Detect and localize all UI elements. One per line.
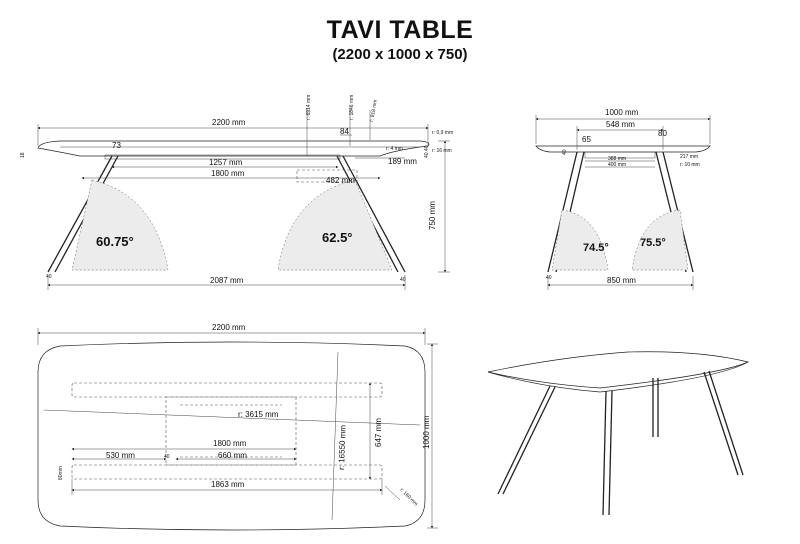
front-radius-6914: r: 6914 mm bbox=[306, 95, 312, 120]
front-small-40-left: 40 bbox=[46, 274, 52, 280]
top-width-label: 2200 mm bbox=[212, 323, 246, 332]
top-dim-1000: 1000 mm bbox=[422, 415, 431, 449]
front-len-1800: 1800 mm bbox=[211, 169, 245, 178]
front-leg-base: 2087 mm bbox=[210, 276, 244, 285]
side-angle-arc-right bbox=[631, 209, 689, 271]
perspective-leg-front-right bbox=[602, 390, 613, 516]
front-width-label: 2200 mm bbox=[212, 118, 246, 127]
front-angle-arc-right bbox=[277, 179, 393, 271]
side-angle-left: 74.5° bbox=[583, 242, 609, 254]
drawing-subtitle: (2200 x 1000 x 750) bbox=[332, 46, 468, 63]
perspective-leg-back-right bbox=[703, 370, 744, 476]
side-small-40: 40 bbox=[546, 275, 552, 281]
front-dim-84: 84 bbox=[340, 127, 349, 136]
perspective-leg-front-left bbox=[497, 385, 556, 495]
front-dim-4040: 40 40 bbox=[424, 145, 430, 158]
side-dim-80: 80 bbox=[658, 129, 667, 138]
front-angle-left: 60.75° bbox=[96, 234, 134, 249]
top-radius-3615: r: 3615 mm bbox=[238, 410, 279, 419]
front-len-189: 189 mm bbox=[388, 157, 417, 166]
side-dim-65: 65 bbox=[582, 135, 591, 144]
front-dim-73: 73 bbox=[112, 141, 121, 150]
top-dim-530: 530 mm bbox=[106, 451, 135, 460]
top-radius-160: r: 160 mm bbox=[399, 487, 419, 507]
top-radius-16550: r: 16550 mm bbox=[337, 425, 348, 471]
top-frame-upper bbox=[71, 382, 383, 398]
drawing-title: TAVI TABLE bbox=[326, 16, 474, 44]
front-tabletop bbox=[37, 140, 430, 157]
side-dim-400: 400 mm bbox=[608, 162, 626, 168]
side-width-label: 1000 mm bbox=[605, 108, 639, 117]
top-frame-lower bbox=[71, 464, 383, 480]
front-angle-arc-left bbox=[71, 179, 169, 271]
front-len-482: 482 mm bbox=[326, 176, 355, 185]
perspective-view bbox=[487, 351, 750, 516]
side-angle-arc-left bbox=[551, 209, 609, 271]
front-angle-right: 62.5° bbox=[322, 230, 353, 245]
front-len-1257: 1257 mm bbox=[209, 158, 243, 167]
side-dim-217: 217 mm bbox=[680, 154, 698, 160]
top-dim-660: 660 mm bbox=[218, 451, 247, 460]
front-dim-18: 18 bbox=[20, 152, 26, 158]
top-dim-647: 647 mm bbox=[374, 418, 383, 447]
side-top-548: 548 mm bbox=[606, 120, 635, 129]
top-tabletop-outline bbox=[37, 341, 426, 531]
top-dim-1863: 1863 mm bbox=[211, 480, 245, 489]
side-view: 1000 mm 548 mm 65 80 388 mm 400 mm 217 m… bbox=[535, 108, 711, 290]
top-dim-1800: 1800 mm bbox=[213, 439, 247, 448]
side-apron bbox=[584, 151, 656, 159]
side-radius-10: r: 10 mm bbox=[680, 162, 700, 168]
perspective-leg-back-left bbox=[652, 378, 659, 437]
top-frame-center bbox=[165, 396, 297, 466]
front-dim-16: r: 16 mm bbox=[432, 148, 452, 154]
side-base-850: 850 mm bbox=[607, 276, 636, 285]
perspective-tabletop bbox=[487, 351, 750, 389]
side-tabletop bbox=[535, 145, 711, 153]
top-view: 2200 mm r: 3615 mm r: 16550 mm 647 mm 10… bbox=[37, 323, 438, 531]
front-small-40-right: 40 bbox=[400, 277, 406, 283]
front-apron bbox=[104, 154, 341, 160]
side-dim-388: 388 mm bbox=[608, 156, 626, 162]
front-dim-09: r: 0,9 mm bbox=[432, 130, 453, 136]
front-view: 2200 mm r: 6914 mm r: 1846 mm r: 918 mm … bbox=[20, 95, 453, 290]
front-radius-918: r: 918 mm bbox=[369, 99, 379, 122]
front-dim-4: r: 4 mm bbox=[386, 146, 403, 152]
side-dim-left-40: 40 bbox=[562, 149, 568, 155]
front-radius-1846: r: 1846 mm bbox=[349, 95, 355, 120]
top-dim-40: 40 bbox=[164, 454, 170, 460]
front-leg-height: 750 mm bbox=[428, 201, 437, 230]
top-dim-80: 80mm bbox=[58, 466, 64, 480]
side-angle-right: 75.5° bbox=[640, 237, 666, 249]
